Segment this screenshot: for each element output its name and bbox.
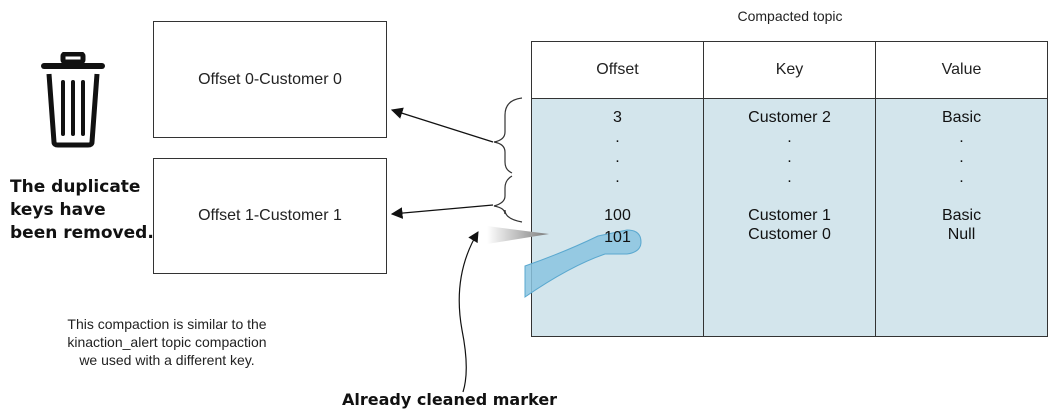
- trash-icon: [41, 52, 105, 148]
- cell-offset-0: 3: [613, 109, 622, 126]
- cell-key-4: Customer 1: [748, 207, 831, 224]
- cell-offset-1: .: [615, 129, 620, 146]
- brace-top: [493, 97, 523, 174]
- cell-key-5: Customer 0: [748, 226, 831, 243]
- cell-offset-3: .: [615, 169, 620, 186]
- cell-value-2: .: [959, 149, 964, 166]
- already-cleaned-marker-label: Already cleaned marker: [342, 390, 558, 409]
- cell-value-0: Basic: [941, 109, 982, 126]
- cell-key-1: .: [787, 129, 792, 146]
- cell-key-2: .: [787, 149, 792, 166]
- column-header-value: Value: [875, 42, 1047, 98]
- similarity-line-1: kinaction_alert topic compaction: [67, 334, 267, 350]
- cell-key-3: .: [787, 169, 792, 186]
- compacted-topic-title: Compacted topic: [737, 8, 843, 24]
- duplicate-keys-line-2: been removed.: [10, 223, 154, 243]
- compacted-topic-table: Offset Key Value 3 Customer 2 Basic . . …: [531, 41, 1048, 337]
- duplicate-keys-note: The duplicate keys have been removed.: [10, 176, 154, 245]
- cell-offset-5: 101: [604, 229, 631, 246]
- gray-arrowhead: [487, 226, 549, 244]
- brace-bottom: [493, 175, 523, 223]
- duplicate-keys-line-1: keys have: [10, 200, 106, 220]
- column-header-key: Key: [703, 42, 875, 98]
- cell-offset-4: 100: [604, 207, 631, 224]
- arrow-to-record-0: [390, 107, 494, 143]
- table-body: 3 Customer 2 Basic . . . . . . . . . 100…: [532, 99, 1047, 336]
- removed-record-label-1: Offset 1-Customer 1: [198, 207, 342, 224]
- removed-record-label-0: Offset 0-Customer 0: [198, 70, 342, 88]
- cell-key-0: Customer 2: [748, 109, 831, 126]
- duplicate-keys-line-0: The duplicate: [10, 177, 141, 197]
- column-divider: [703, 99, 704, 336]
- table-header: Offset Key Value: [532, 42, 1047, 99]
- marker-pointer-curve: [458, 231, 479, 393]
- similarity-line-2: we used with a different key.: [79, 352, 255, 368]
- column-header-offset: Offset: [596, 61, 639, 78]
- column-divider: [875, 99, 876, 336]
- cell-offset-2: .: [615, 149, 620, 166]
- cleaned-marker-band: [524, 229, 642, 298]
- arrow-to-record-1: [390, 204, 494, 219]
- cell-value-4: Basic: [941, 207, 982, 224]
- cell-value-3: .: [959, 169, 964, 186]
- cell-value-5: Null: [947, 226, 976, 243]
- cell-value-1: .: [959, 129, 964, 146]
- removed-record-box-0: Offset 0-Customer 0: [153, 21, 387, 138]
- similarity-line-0: This compaction is similar to the: [67, 316, 267, 332]
- removed-record-box-1: Offset 1-Customer 1: [153, 158, 387, 274]
- compaction-similarity-note: This compaction is similar to the kinact…: [22, 315, 312, 369]
